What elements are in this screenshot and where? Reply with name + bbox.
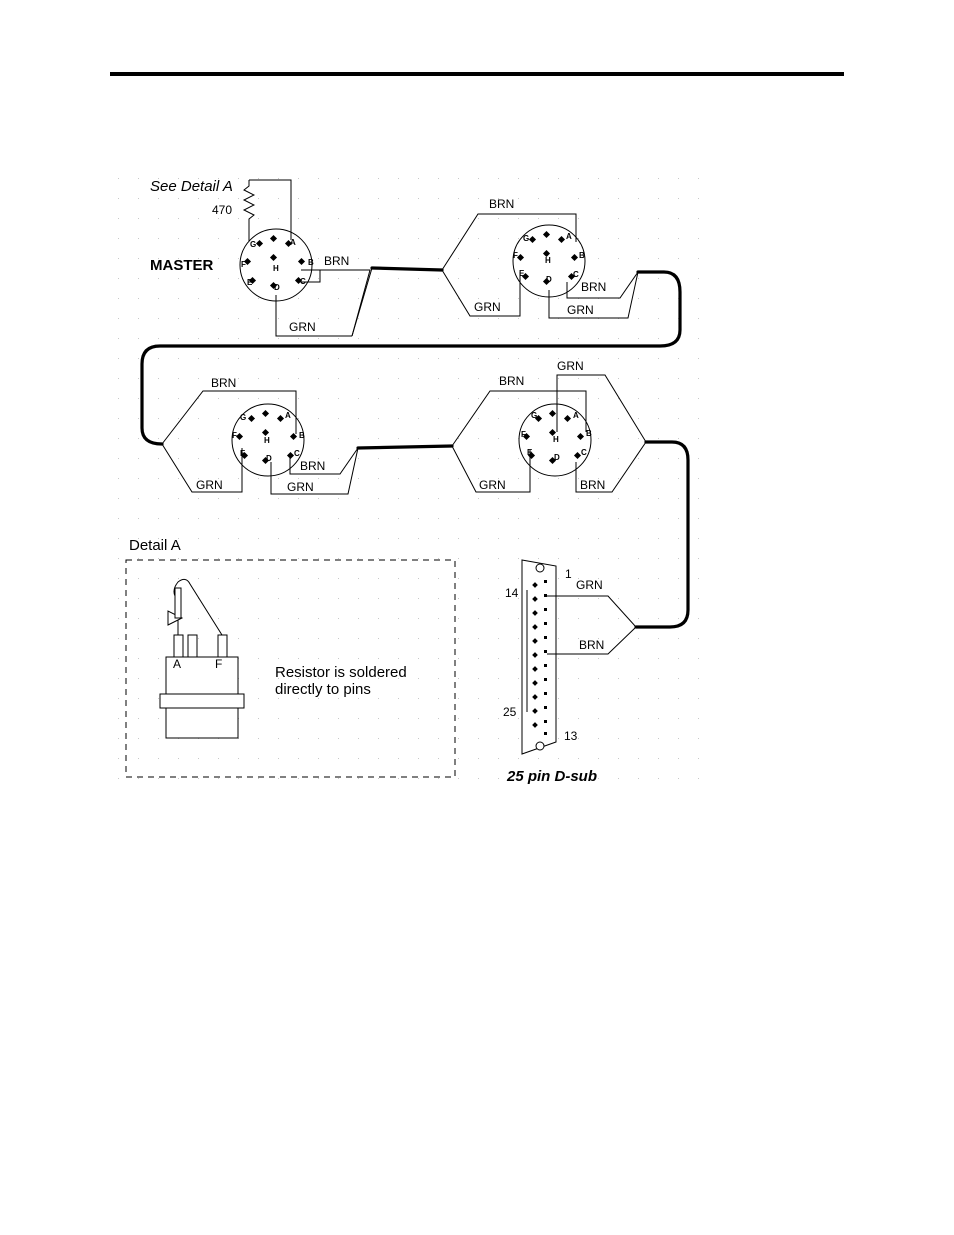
dsub-pin-13-label: 13: [564, 729, 578, 743]
detail-note-line2: directly to pins: [275, 681, 371, 698]
n2-pin-d: D: [546, 275, 552, 284]
n4-brn-in-label: BRN: [499, 374, 524, 388]
master-brn-label: BRN: [324, 254, 349, 268]
dsub-pin-25-label: 25: [503, 705, 517, 719]
n3-pin-f: F: [232, 431, 237, 440]
node-2-connector: G A F H B E D C: [513, 225, 585, 297]
n4-pin-h: H: [553, 435, 559, 444]
n3-pin-d: D: [266, 454, 272, 463]
detail-note-line1: Resistor is soldered: [275, 664, 407, 681]
master-pin-g: G: [250, 240, 256, 249]
resistor-value-label: 470: [212, 203, 232, 217]
n3-grn-in-label: GRN: [196, 478, 223, 492]
master-pin-h: H: [273, 264, 279, 273]
node-3-connector: G A F H B E D C: [232, 404, 305, 476]
n3-pin-g: G: [240, 413, 246, 422]
n3-brn-out-label: BRN: [300, 459, 325, 473]
n2-pin-f: F: [513, 251, 518, 260]
detail-pin-a-label: A: [173, 657, 181, 671]
n2-pin-h: H: [545, 256, 551, 265]
dsub-pin-1-label: 1: [565, 567, 572, 581]
n2-grn-out-label: GRN: [567, 303, 594, 317]
n4-grn-in-label: GRN: [479, 478, 506, 492]
n4-pin-d: D: [554, 453, 560, 462]
dsub-grn-label: GRN: [576, 578, 603, 592]
n2-brn-out-label: BRN: [581, 280, 606, 294]
dsub-title: 25 pin D-sub: [506, 768, 597, 785]
n2-pin-g: G: [523, 234, 529, 243]
n2-brn-in-label: BRN: [489, 197, 514, 211]
see-detail-label: See Detail A: [150, 178, 233, 195]
master-pin-f: F: [241, 260, 246, 269]
n4-brn-out-label: BRN: [580, 478, 605, 492]
master-pin-e: E: [247, 278, 253, 287]
n4-grn-out-label: GRN: [557, 359, 584, 373]
n3-pin-e: E: [240, 449, 246, 458]
master-pin-d: D: [274, 283, 280, 292]
n3-pin-h: H: [264, 436, 270, 445]
detail-pin-f-label: F: [215, 657, 222, 671]
n3-pin-c: C: [294, 449, 300, 458]
n4-pin-c: C: [581, 448, 587, 457]
n3-brn-in-label: BRN: [211, 376, 236, 390]
dsub-pin-14-label: 14: [505, 586, 519, 600]
detail-title: Detail A: [129, 537, 181, 554]
n4-pin-f: F: [521, 430, 526, 439]
n2-pin-a: A: [566, 232, 572, 241]
cable-3: [358, 446, 452, 448]
dsub-brn-label: BRN: [579, 638, 604, 652]
n4-pin-a: A: [573, 411, 579, 420]
n3-pin-a: A: [285, 411, 291, 420]
n3-grn-out-label: GRN: [287, 480, 314, 494]
n3-pin-b: B: [299, 431, 305, 440]
master-grn-label: GRN: [289, 320, 316, 334]
master-pin-b: B: [308, 258, 314, 267]
n4-pin-b: B: [586, 429, 592, 438]
master-label: MASTER: [150, 257, 214, 274]
n4-pin-g: G: [531, 411, 537, 420]
cable-1: [372, 268, 442, 270]
n2-grn-in-label: GRN: [474, 300, 501, 314]
n2-pin-b: B: [579, 251, 585, 260]
n2-pin-c: C: [573, 270, 579, 279]
